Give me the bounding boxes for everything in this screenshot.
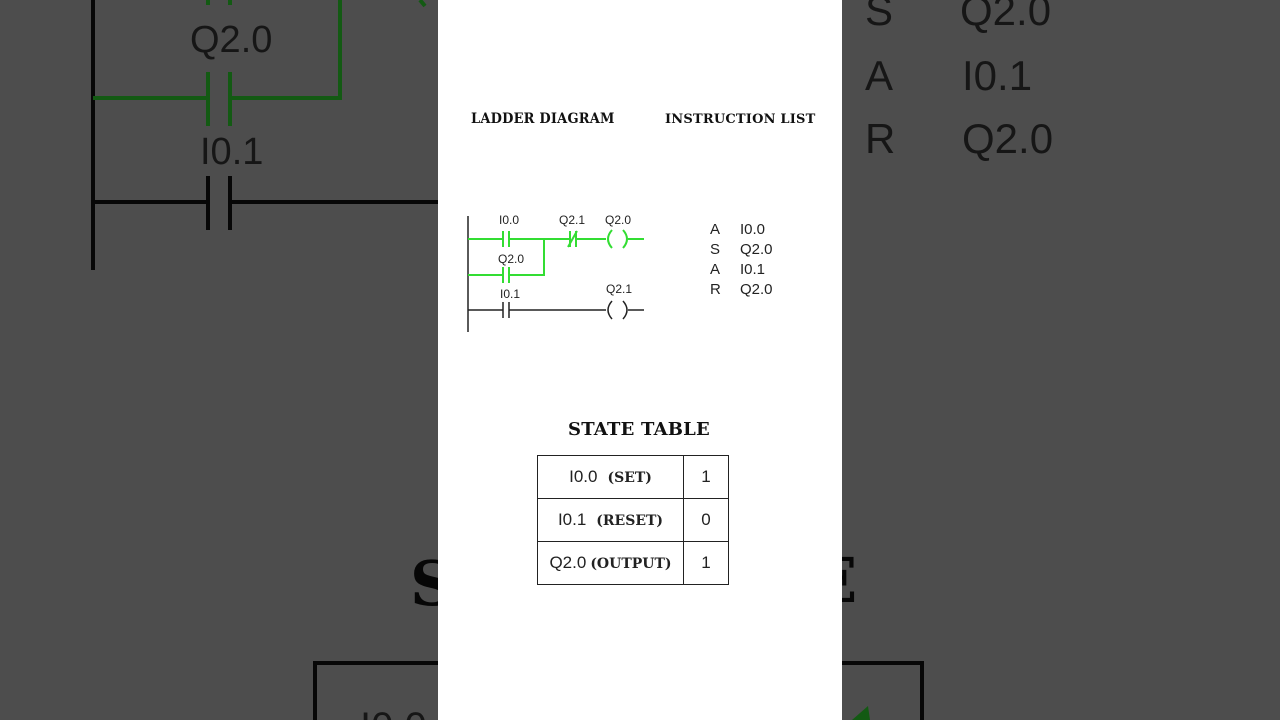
svg-text:I0.0: I0.0 (360, 705, 427, 720)
instruction-list-heading: INSTRUCTION LIST (665, 112, 816, 127)
svg-text:Q2.0: Q2.0 (190, 19, 272, 61)
table-row: I0.0 (SET) 1 (537, 455, 729, 499)
state-table-heading: STATE TABLE (568, 419, 710, 440)
state-tag: (SET) (607, 470, 652, 486)
svg-text:Q2.0: Q2.0 (960, 0, 1051, 34)
state-address: I0.0 (569, 467, 598, 486)
il-operand: Q2.0 (740, 241, 773, 258)
rung-2 (468, 300, 644, 320)
il-operand: I0.0 (740, 221, 766, 238)
rung-1 (468, 229, 644, 283)
il-operator: R (710, 281, 721, 298)
il-operator: S (710, 241, 721, 258)
il-operand: I0.1 (740, 261, 766, 278)
label-q21-coil: Q2.1 (606, 282, 632, 296)
state-value: 0 (683, 498, 729, 542)
coil-q20-left (607, 229, 613, 249)
il-row: A I0.0 (710, 220, 773, 240)
table-row: I0.1 (RESET) 0 (537, 498, 729, 542)
coil-q21-right (622, 300, 628, 320)
instruction-list: A I0.0 S Q2.0 A I0.1 R Q2.0 (710, 220, 773, 300)
coil-q20-right (622, 229, 628, 249)
state-tag: (RESET) (596, 513, 664, 529)
il-operator: A (710, 221, 721, 238)
svg-text:S: S (865, 0, 893, 34)
svg-text:R: R (865, 115, 895, 162)
state-tag: (OUTPUT) (590, 556, 672, 572)
state-address: Q2.0 (549, 553, 587, 572)
state-label-cell: I0.0 (SET) (537, 455, 684, 499)
label-i00: I0.0 (499, 213, 519, 227)
label-q20-parallel: Q2.0 (498, 252, 524, 266)
il-row: S Q2.0 (710, 240, 773, 260)
svg-text:A: A (865, 52, 893, 99)
svg-text:I0.1: I0.1 (962, 52, 1032, 99)
il-operator: A (710, 261, 721, 278)
label-i01: I0.1 (500, 287, 520, 301)
state-table: I0.0 (SET) 1 I0.1 (RESET) 0 Q2.0(OUTPUT) 1 (537, 455, 729, 585)
state-value: 1 (683, 541, 729, 585)
il-operand: Q2.0 (740, 281, 773, 298)
state-label-cell: I0.1 (RESET) (537, 498, 684, 542)
table-row: Q2.0(OUTPUT) 1 (537, 541, 729, 585)
label-q20-coil: Q2.0 (605, 213, 631, 227)
state-value: 1 (683, 455, 729, 499)
state-address: I0.1 (557, 510, 587, 529)
svg-text:I0.1: I0.1 (200, 131, 263, 173)
il-row: A I0.1 (710, 260, 773, 280)
il-row: R Q2.0 (710, 280, 773, 300)
ladder-diagram-heading: LADDER DIAGRAM (471, 111, 615, 128)
ladder-diagram: I0.0 Q2.1 Q2.0 Q2.0 I0.1 Q2.1 (467, 213, 644, 332)
label-q21-nc: Q2.1 (559, 213, 585, 227)
state-label-cell: Q2.0(OUTPUT) (537, 541, 684, 585)
svg-text:Q2.0: Q2.0 (962, 115, 1053, 162)
content-panel: LADDER DIAGRAM INSTRUCTION LIST (438, 0, 842, 720)
coil-q21-left (607, 300, 613, 320)
